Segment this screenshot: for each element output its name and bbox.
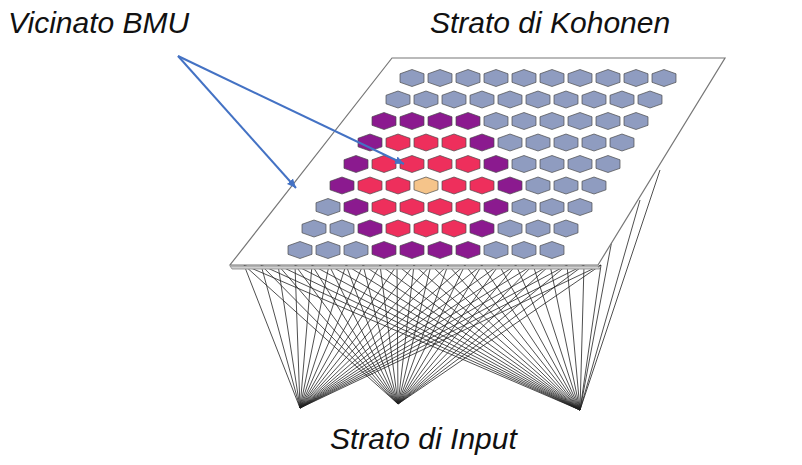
neuron-cell: [442, 177, 466, 194]
layer-thickness: [230, 266, 600, 269]
neuron-cell: [582, 134, 606, 151]
neuron-cell: [540, 242, 564, 259]
neuron-cell: [358, 220, 382, 237]
neuron-cell: [540, 199, 564, 216]
neuron-cell: [568, 70, 592, 87]
neuron-cell: [442, 91, 466, 108]
neuron-cell: [610, 91, 634, 108]
neuron-cell: [568, 156, 592, 173]
neuron-cell: [596, 70, 620, 87]
neuron-cell: [428, 242, 452, 259]
neuron-cell: [302, 220, 326, 237]
neuron-cell: [596, 156, 620, 173]
neuron-cell: [484, 242, 508, 259]
neuron-cell: [330, 220, 354, 237]
neuron-cell: [428, 156, 452, 173]
neuron-cell: [498, 91, 522, 108]
neuron-cell: [386, 220, 410, 237]
neuron-cell: [442, 134, 466, 151]
neuron-cell: [386, 134, 410, 151]
neuron-cell: [470, 177, 494, 194]
leader-arrow: [178, 56, 404, 164]
neuron-cell: [470, 134, 494, 151]
neuron-cell: [540, 70, 564, 87]
neuron-cell: [344, 199, 368, 216]
neuron-cell: [498, 177, 522, 194]
leader-arrow: [178, 56, 296, 188]
neuron-cell: [400, 199, 424, 216]
neuron-cell: [512, 199, 536, 216]
neuron-cell: [498, 134, 522, 151]
neuron-cell: [540, 113, 564, 130]
neuron-cell: [652, 70, 676, 87]
neuron-cell: [554, 91, 578, 108]
neuron-cell: [456, 113, 480, 130]
neuron-cell: [470, 220, 494, 237]
neuron-cell: [554, 177, 578, 194]
neuron-cell: [386, 177, 410, 194]
neuron-cell: [428, 113, 452, 130]
neuron-cell: [624, 113, 648, 130]
neuron-cell: [568, 113, 592, 130]
layer-label: Strato di Input: [330, 422, 517, 457]
neuron-grid: [288, 70, 676, 259]
neuron-cell: [400, 113, 424, 130]
neuron-cell: [344, 156, 368, 173]
neuron-cell: [582, 177, 606, 194]
neuron-cell: [554, 220, 578, 237]
neuron-cell: [526, 91, 550, 108]
neuron-cell: [498, 220, 522, 237]
neuron-cell: [428, 199, 452, 216]
neuron-cell: [456, 70, 480, 87]
neuron-cell: [484, 113, 508, 130]
neuron-cell: [316, 242, 340, 259]
neuron-cell: [414, 134, 438, 151]
neuron-cell: [610, 134, 634, 151]
neuron-cell: [372, 242, 396, 259]
neuron-cell: [512, 113, 536, 130]
neuron-cell: [554, 134, 578, 151]
neuron-cell: [526, 177, 550, 194]
neuron-cell: [400, 70, 424, 87]
neuron-cell: [386, 91, 410, 108]
neuron-cell: [512, 156, 536, 173]
neuron-cell: [526, 220, 550, 237]
neuron-cell: [638, 91, 662, 108]
neuron-cell: [358, 177, 382, 194]
neuron-cell: [512, 242, 536, 259]
neuron-cell: [288, 242, 312, 259]
neuron-cell: [414, 91, 438, 108]
layer-label: Strato di Kohonen: [430, 6, 670, 41]
layer-label: Vicinato BMU: [8, 6, 189, 41]
neuron-cell: [484, 156, 508, 173]
neuron-cell: [330, 177, 354, 194]
neuron-cell: [344, 242, 368, 259]
neuron-cell: [470, 91, 494, 108]
neuron-cell: [526, 134, 550, 151]
neuron-cell: [428, 70, 452, 87]
neuron-cell: [316, 199, 340, 216]
neuron-cell: [582, 91, 606, 108]
neuron-cell: [484, 199, 508, 216]
neuron-cell: [624, 70, 648, 87]
neuron-cell: [456, 199, 480, 216]
neuron-cell: [568, 199, 592, 216]
kohonen-plane: [230, 58, 725, 265]
neuron-cell: [596, 113, 620, 130]
neuron-cell: [456, 242, 480, 259]
neuron-cell: [512, 70, 536, 87]
neuron-cell: [372, 113, 396, 130]
neuron-cell: [540, 156, 564, 173]
neuron-cell: [414, 220, 438, 237]
neuron-cell: [442, 220, 466, 237]
neuron-cell: [484, 70, 508, 87]
neuron-cell: [456, 156, 480, 173]
neuron-cell: [372, 199, 396, 216]
neuron-cell: [400, 242, 424, 259]
neuron-cell: [414, 177, 438, 194]
